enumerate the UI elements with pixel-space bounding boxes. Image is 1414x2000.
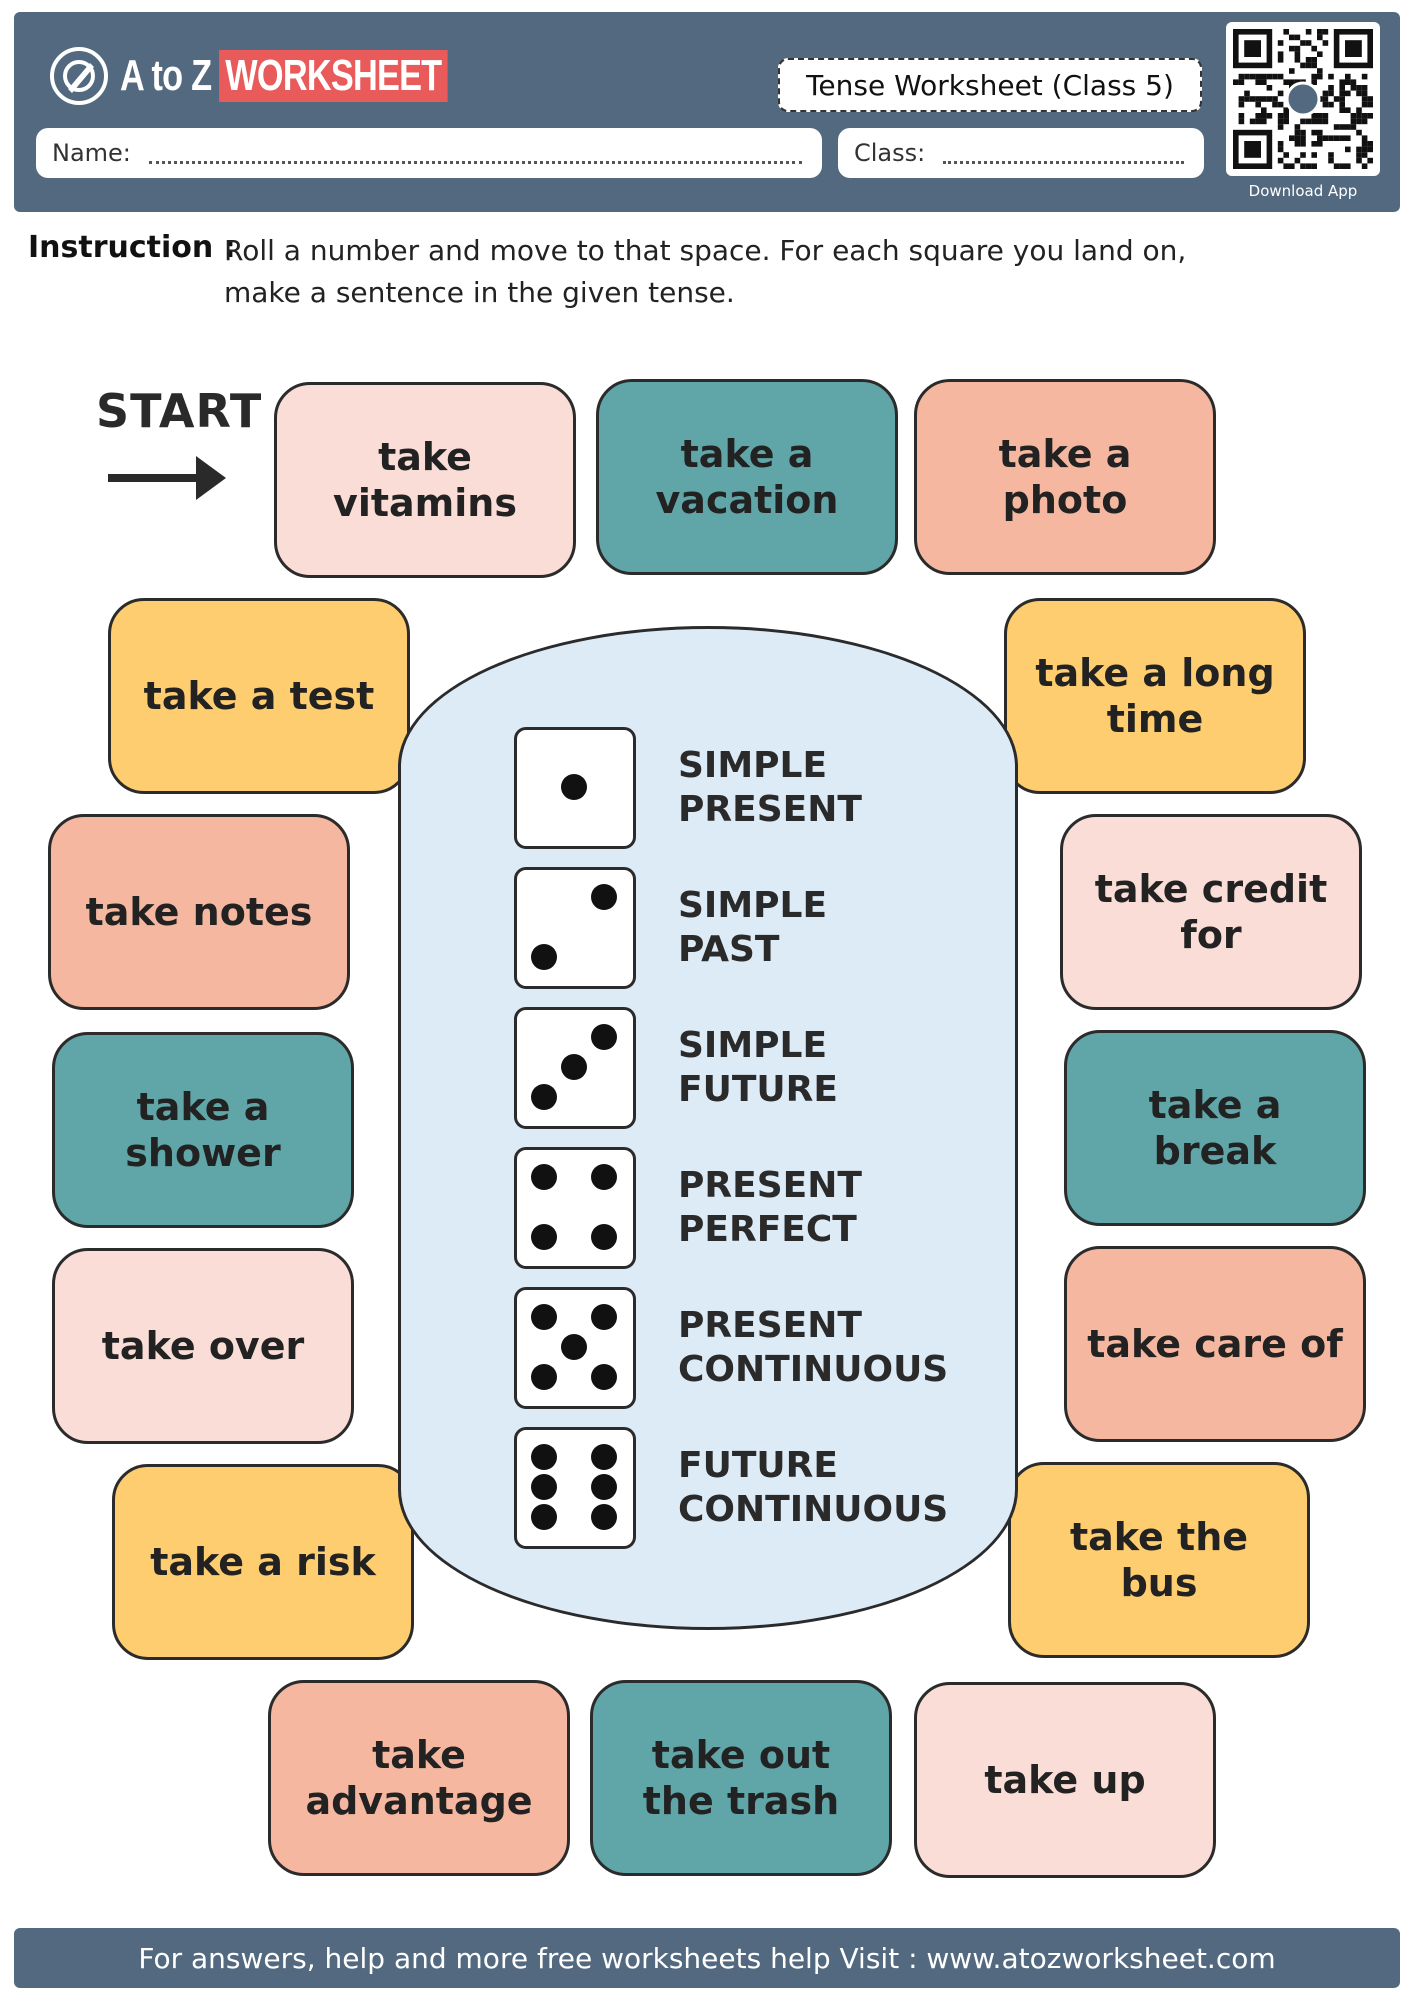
- qr-code-icon[interactable]: [1226, 22, 1380, 176]
- die-pip: [531, 1474, 557, 1500]
- board-tile: take advantage: [268, 1680, 570, 1876]
- logo-text: A to Z: [120, 51, 212, 100]
- die-pip: [591, 1504, 617, 1530]
- die-face-icon: [514, 867, 636, 989]
- board-tile: take a vacation: [596, 379, 898, 575]
- instruction-heading: Instruction :: [28, 230, 236, 265]
- tense-line: SIMPLE: [678, 1025, 828, 1066]
- class-label: Class:: [854, 139, 926, 167]
- board-tile: take a long time: [1004, 598, 1306, 794]
- board-tile: take the bus: [1008, 1462, 1310, 1658]
- name-label: Name:: [52, 139, 131, 167]
- die-pip: [531, 1164, 557, 1190]
- tense-line: PRESENT: [678, 1165, 862, 1206]
- class-field[interactable]: Class:: [838, 128, 1204, 178]
- tense-line: FUTURE: [678, 1445, 838, 1486]
- name-input-line[interactable]: [148, 143, 802, 164]
- board-tile: take a break: [1064, 1030, 1366, 1226]
- die-pip: [591, 1304, 617, 1330]
- die-pip: [561, 1054, 587, 1080]
- die-pip: [591, 1164, 617, 1190]
- die-pip: [531, 1084, 557, 1110]
- logo-pen-icon: [50, 47, 108, 105]
- board-tile: take a test: [108, 598, 410, 794]
- tense-line: SIMPLE: [678, 745, 828, 786]
- header-bar: [14, 12, 1400, 212]
- footer-bar: For answers, help and more free workshee…: [14, 1928, 1400, 1988]
- board-tile: take out the trash: [590, 1680, 892, 1876]
- die-face-icon: [514, 1427, 636, 1549]
- die-pip: [531, 1304, 557, 1330]
- instruction-text: Roll a number and move to that space. Fo…: [224, 234, 1187, 309]
- tense-line: PAST: [678, 929, 780, 970]
- download-app-caption: Download App: [1248, 182, 1358, 200]
- board-tile: take credit for: [1060, 814, 1362, 1010]
- die-pip: [531, 1504, 557, 1530]
- board-tile: take a risk: [112, 1464, 414, 1660]
- logo-badge: WORKSHEET: [219, 50, 448, 102]
- tense-line: PRESENT: [678, 1305, 862, 1346]
- die-pip: [561, 774, 587, 800]
- die-pip: [531, 1444, 557, 1470]
- die-pip: [591, 1364, 617, 1390]
- die-face-icon: [514, 1287, 636, 1409]
- dice-key-panel: [398, 626, 1018, 1630]
- tense-line: PERFECT: [678, 1209, 857, 1250]
- die-pip: [591, 884, 617, 910]
- die-pip: [591, 1024, 617, 1050]
- die-pip: [531, 1224, 557, 1250]
- worksheet-title: Tense Worksheet (Class 5): [778, 58, 1202, 112]
- start-label: START: [96, 384, 263, 438]
- board-tile: take up: [914, 1682, 1216, 1878]
- die-pip: [531, 944, 557, 970]
- die-face-icon: [514, 727, 636, 849]
- tense-line: PRESENT: [678, 789, 862, 830]
- tense-line: CONTINUOUS: [678, 1489, 949, 1530]
- tense-line: CONTINUOUS: [678, 1349, 949, 1390]
- die-pip: [531, 1364, 557, 1390]
- board-tile: take notes: [48, 814, 350, 1010]
- class-input-line[interactable]: [943, 143, 1184, 164]
- board-tile: take care of: [1064, 1246, 1366, 1442]
- die-pip: [591, 1474, 617, 1500]
- arrow-right-icon: [108, 456, 226, 500]
- board-tile: take a shower: [52, 1032, 354, 1228]
- die-face-icon: [514, 1007, 636, 1129]
- site-logo[interactable]: A to Z WORKSHEET: [50, 46, 540, 106]
- die-pip: [591, 1224, 617, 1250]
- die-face-icon: [514, 1147, 636, 1269]
- board-tile: take a photo: [914, 379, 1216, 575]
- die-pip: [561, 1334, 587, 1360]
- tense-line: SIMPLE: [678, 885, 828, 926]
- die-pip: [591, 1444, 617, 1470]
- name-field[interactable]: Name:: [36, 128, 822, 178]
- tense-line: FUTURE: [678, 1069, 838, 1110]
- board-tile: take over: [52, 1248, 354, 1444]
- board-tile: take vitamins: [274, 382, 576, 578]
